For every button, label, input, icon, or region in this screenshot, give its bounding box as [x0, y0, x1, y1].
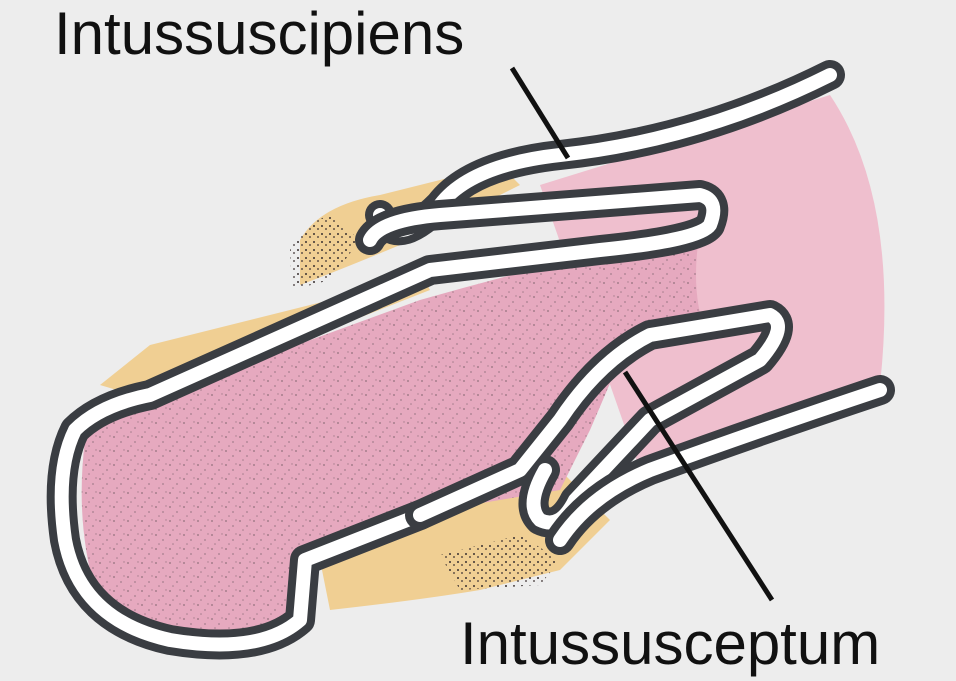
intussuscipiens-label: Intussuscipiens	[54, 4, 464, 64]
intussusceptum-label: Intussusceptum	[460, 614, 880, 674]
